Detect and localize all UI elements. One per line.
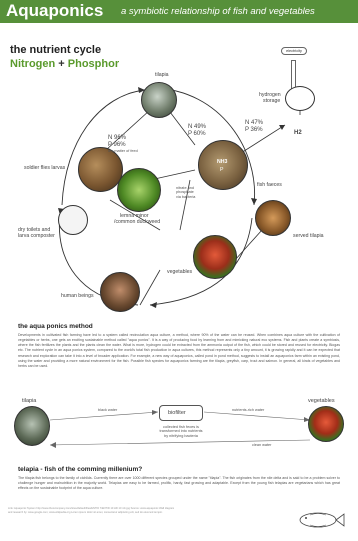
inner-arrow xyxy=(179,179,191,231)
arrowhead xyxy=(152,410,158,415)
plus-sign: + xyxy=(55,58,68,70)
arrowhead xyxy=(138,87,145,93)
electricity-box: electricity xyxy=(281,47,307,55)
flow-vegetables-label: vegetables xyxy=(308,398,335,404)
nh3-p-label: P xyxy=(220,167,224,173)
flow-line xyxy=(49,439,311,446)
biofilter-label: biofilter xyxy=(168,410,186,416)
solder-flies-photo xyxy=(78,147,123,192)
method-title: the aqua ponics method xyxy=(18,323,93,330)
human-photo xyxy=(100,272,140,312)
solder-flies-label: soldier flies larvas xyxy=(24,165,66,171)
arrowhead xyxy=(50,442,56,448)
vegetables-photo xyxy=(193,235,237,279)
method-body: Developments in cultivated fish farming … xyxy=(18,333,340,368)
fish-faeces-photo xyxy=(198,140,248,190)
duckweed-label: /common duckweed xyxy=(114,219,161,225)
left-np: N 96% P 96% dry matter of feed xyxy=(108,135,138,153)
right-np: N 47% P 36% xyxy=(245,120,263,134)
composter-label: larva composter xyxy=(18,233,55,239)
cycle-loop-arrow xyxy=(149,217,253,306)
human-arrow xyxy=(139,269,161,306)
hydrogen-label: hydrogen xyxy=(259,92,281,98)
biofilter-box xyxy=(159,405,203,421)
biofilter-note: collected fish feces is transformed into… xyxy=(159,425,203,438)
hydrogen-tank xyxy=(285,86,315,111)
cycle-title: the nutrient cycle xyxy=(10,44,102,56)
black-water-label: black water xyxy=(98,408,118,412)
cycle-loop-arrow xyxy=(153,87,256,206)
clean-water-label: clean water xyxy=(252,443,272,447)
nitrogen-label: Nitrogen xyxy=(10,58,56,70)
left-note: dry matter of feed xyxy=(108,148,138,153)
right-n: N 47% xyxy=(245,120,264,126)
page-subtitle: a symbiotic relationship of fish and veg… xyxy=(121,6,315,17)
served-tilapia-photo xyxy=(255,200,291,236)
mid-p: P 60% xyxy=(188,130,206,137)
phosphor-label: Phosphor xyxy=(67,58,120,70)
arrowhead xyxy=(304,417,310,422)
nutrient-water-label: nutrients-rich water xyxy=(232,408,265,412)
storage-label: storage xyxy=(263,98,281,104)
served-tilapia-label: served tilapia xyxy=(293,233,324,239)
fish-faeces-label: fish faeces xyxy=(257,182,282,188)
toilets-label: dry toilets and xyxy=(18,227,51,233)
credits-text: Link: Aquaponic System http://www.theioc… xyxy=(8,507,175,514)
arrowhead xyxy=(251,198,257,205)
flow-line xyxy=(49,411,159,421)
header-bar: Aquaponics a symbiotic relationship of f… xyxy=(0,0,358,23)
right-p: P 36% xyxy=(245,126,263,133)
tilapia-photo xyxy=(141,82,177,118)
human-label: human beings xyxy=(61,293,94,299)
nitrite-note: nitrate and phosphate via bacteria xyxy=(176,186,196,199)
electricity-label: electricity xyxy=(286,49,302,53)
inner-arrow xyxy=(169,111,196,146)
cycle-loop-arrow xyxy=(61,89,146,206)
h2-label: H2 xyxy=(294,130,302,136)
fish-sketch-icon xyxy=(299,512,345,528)
composter-photo xyxy=(58,205,88,235)
flow-line xyxy=(203,411,311,421)
mid-n: N 49% xyxy=(188,124,207,130)
arrowhead xyxy=(150,302,157,308)
lemna-label: lemna minor xyxy=(120,213,149,219)
duckweed-photo xyxy=(117,168,161,212)
tilapia-section-body: The tilapia fish belongs to the family o… xyxy=(18,476,340,491)
flow-vegetables-photo xyxy=(308,406,344,442)
arrowhead xyxy=(279,125,285,130)
inner-arrow xyxy=(109,199,161,231)
cycle-subtitle: Nitrogen + Phosphor xyxy=(10,58,119,70)
vegetables-label: vegetables xyxy=(167,269,193,275)
tilapia-label: tilapia xyxy=(155,72,169,78)
flow-tilapia-photo xyxy=(14,406,50,446)
mid-np: N 49% P 60% xyxy=(188,124,206,138)
tilapia-section-title: telapia - fish of the comming millenium? xyxy=(18,466,143,473)
served-arrow xyxy=(234,229,263,261)
page-title: Aquaponics xyxy=(6,1,104,20)
nh3-label: NH3 xyxy=(217,159,228,165)
left-p: P 96% xyxy=(108,141,126,148)
left-n: N 96% xyxy=(108,135,127,141)
flow-tilapia-label: tilapia xyxy=(22,398,37,404)
